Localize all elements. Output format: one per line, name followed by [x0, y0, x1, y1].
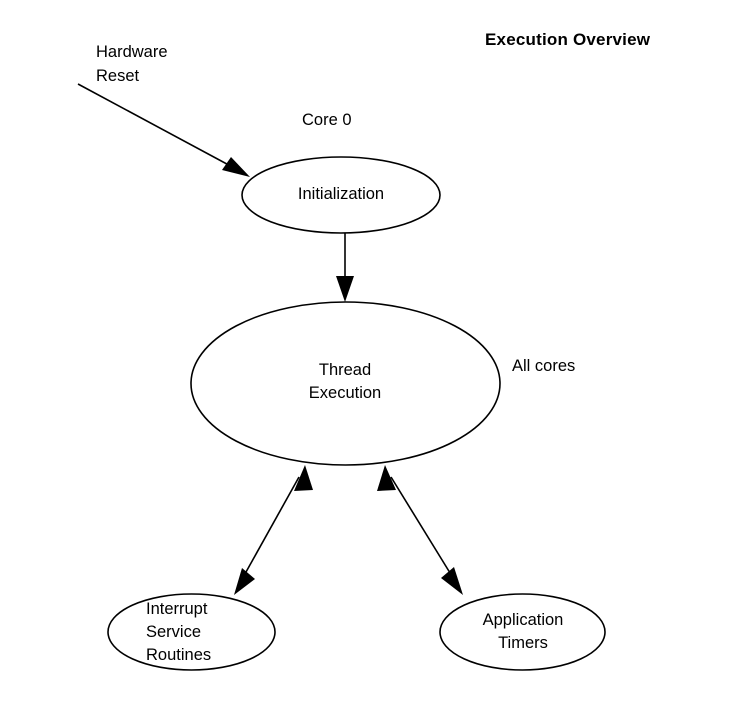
node-thread-execution-label: Thread Execution	[308, 361, 382, 402]
edge-thread-execution-to-isr	[234, 465, 313, 595]
page-title: Execution Overview	[485, 30, 651, 49]
edge-thread-execution-to-application-timers	[377, 465, 463, 595]
node-initialization-shape[interactable]	[241, 156, 441, 234]
node-initialization-label: Initialization	[297, 185, 385, 203]
node-application-timers-label: Application Timers	[482, 611, 564, 652]
label-hardware-reset: Hardware Reset	[96, 43, 168, 85]
label-all-cores: All cores	[512, 357, 576, 375]
label-core-0: Core 0	[302, 111, 352, 129]
edge-initialization-to-thread-execution	[336, 233, 354, 302]
edge-hardware-reset-to-initialization	[77, 83, 250, 177]
node-thread-execution-shape[interactable]	[190, 301, 501, 466]
node-interrupt-service-routines-shape[interactable]	[107, 593, 276, 671]
node-interrupt-service-routines-label: Interrupt Service Routines	[146, 600, 212, 664]
node-application-timers-shape[interactable]	[439, 593, 606, 671]
